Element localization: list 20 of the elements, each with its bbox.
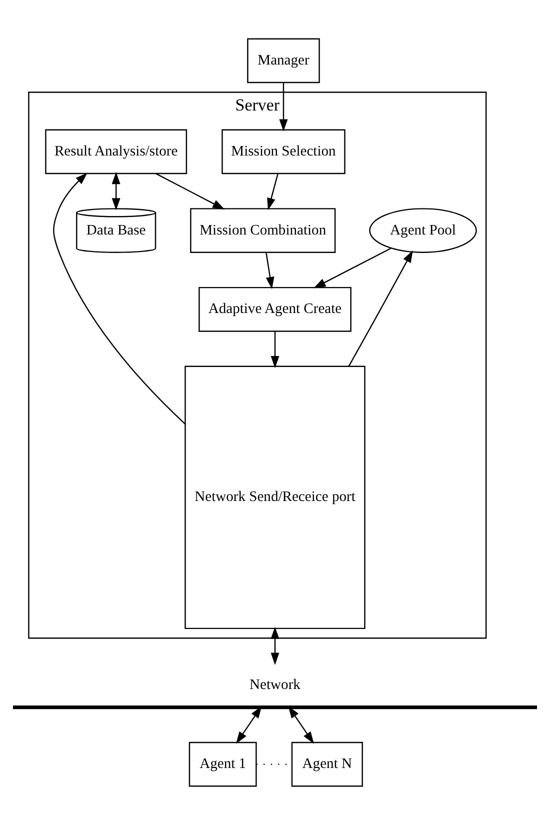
- node-ellipse: Agent Pool: [369, 208, 477, 252]
- node-box: Mission Combination: [190, 208, 336, 252]
- arrow: [348, 250, 413, 366]
- node-box: Adaptive Agent Create: [198, 286, 352, 332]
- arrow: [156, 172, 225, 209]
- arrow: [53, 172, 186, 424]
- arrow: [270, 331, 280, 368]
- node-box: Agent 1: [188, 741, 257, 786]
- arrow: [314, 247, 392, 288]
- arrow: [266, 252, 274, 289]
- node-text: Network: [250, 676, 300, 693]
- arrow: [267, 173, 278, 210]
- arrow: [279, 82, 288, 131]
- arrow: [112, 171, 120, 210]
- node-box: Manager: [247, 38, 320, 83]
- node-box: Agent N: [291, 741, 363, 786]
- node-box: Network Send/Receice port: [184, 365, 366, 629]
- arrow: [270, 626, 280, 664]
- node-box: Mission Selection: [222, 128, 346, 174]
- node-box: Result Analysis/store: [45, 128, 188, 174]
